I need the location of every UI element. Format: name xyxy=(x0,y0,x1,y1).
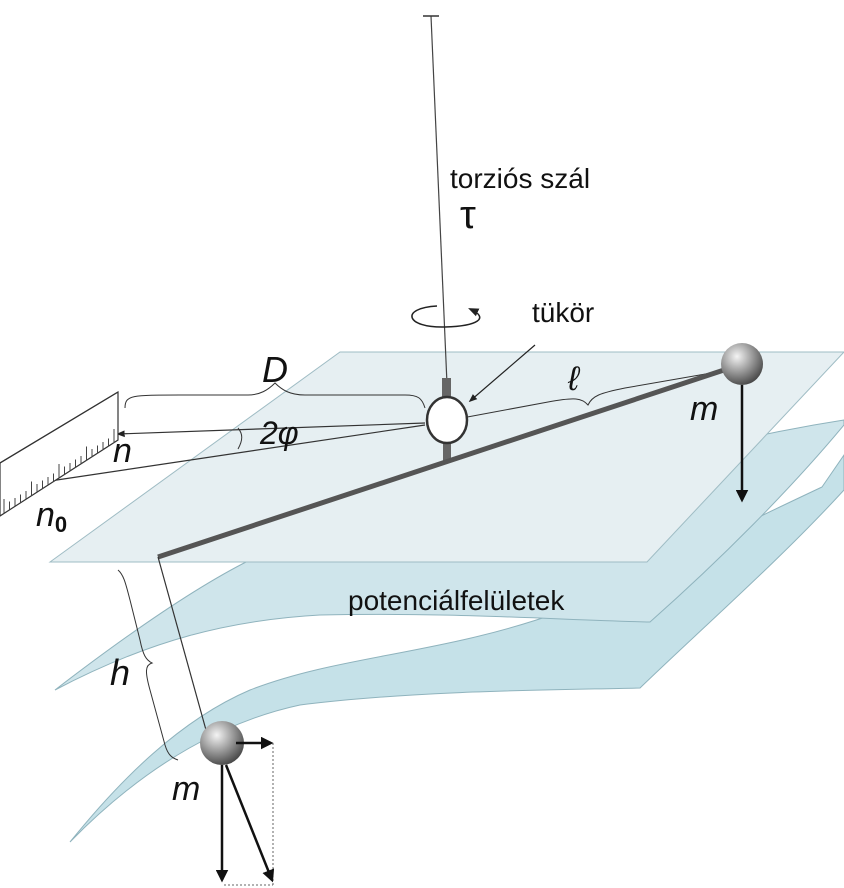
mirror-label: tükör xyxy=(532,297,594,328)
height-h-bracket xyxy=(117,569,179,761)
resultant-force-arrow xyxy=(224,764,275,883)
torsion-fiber xyxy=(430,15,448,385)
n0-subscript: 0 xyxy=(55,512,67,537)
n-label: n xyxy=(113,432,132,470)
light-ray-n0 xyxy=(28,424,426,487)
mirror xyxy=(425,395,469,445)
D-label: D xyxy=(262,349,288,390)
potential-surface-bottom xyxy=(69,454,844,843)
m-top-label: m xyxy=(690,390,718,428)
m-bottom-label: m xyxy=(172,770,200,808)
mirror-post-upper xyxy=(442,378,451,398)
rotation-arrow-icon xyxy=(411,305,481,328)
mirror-post-lower xyxy=(443,440,451,462)
bottom-sphere xyxy=(200,721,244,765)
tau-label: τ xyxy=(460,193,476,237)
n0-label: n0 xyxy=(36,496,67,537)
two-phi-label: 2φ xyxy=(259,415,299,451)
top-sphere xyxy=(721,343,763,385)
angle-2phi-arc xyxy=(237,427,243,450)
fiber-label: torziós szál xyxy=(450,163,590,194)
ell-label: ℓ xyxy=(567,360,581,398)
n0-base: n xyxy=(36,496,55,534)
lower-sphere-wire xyxy=(157,556,207,731)
distance-D-bracket xyxy=(124,382,426,409)
scale-ruler xyxy=(0,390,119,517)
torsion-beam xyxy=(157,367,725,560)
scale-ticks xyxy=(3,429,115,513)
surfaces-label: potenciálfelületek xyxy=(348,585,565,616)
mirror-pointer-arrow xyxy=(468,344,536,403)
h-label: h xyxy=(110,652,130,693)
arm-length-bracket xyxy=(461,371,718,419)
light-ray-n xyxy=(116,422,426,438)
